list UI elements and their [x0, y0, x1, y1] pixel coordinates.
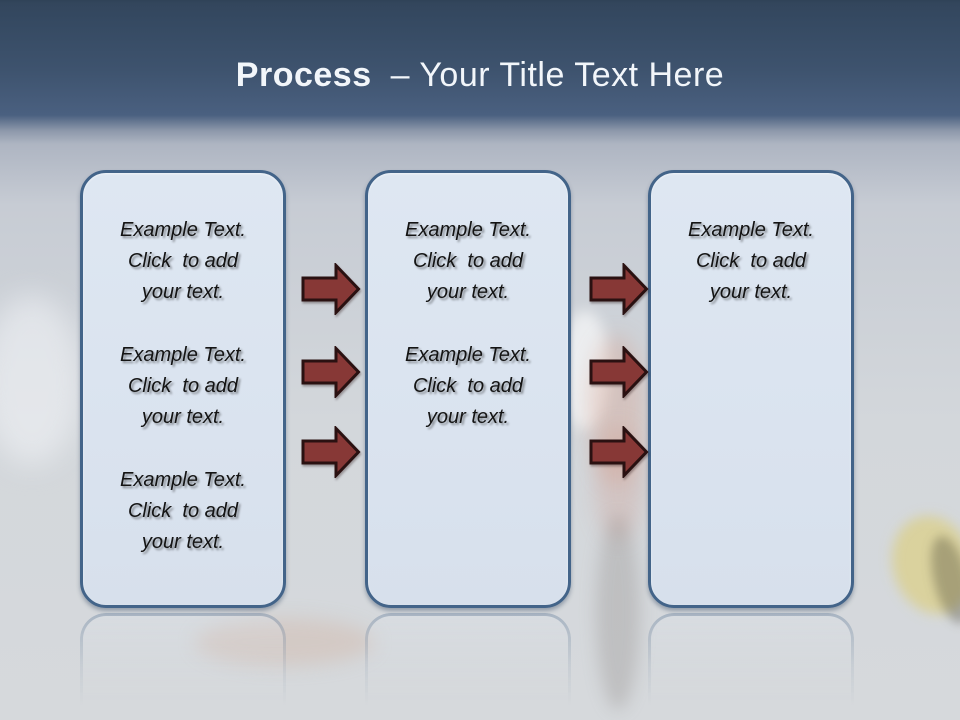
slide-title: Process – Your Title Text Here — [0, 54, 960, 96]
title-keyword: Process — [235, 56, 372, 94]
text-placeholder[interactable]: Example Text. Click to add your text. — [405, 219, 531, 303]
process-step-box-2[interactable]: Example Text. Click to add your text. Ex… — [365, 170, 571, 608]
right-arrow-icon — [301, 426, 361, 478]
text-placeholder[interactable]: Example Text. Click to add your text. — [120, 469, 246, 553]
right-arrow-icon — [589, 263, 649, 315]
right-arrow-icon — [589, 346, 649, 398]
process-step-box-3[interactable]: Example Text. Click to add your text. — [648, 170, 854, 608]
right-arrow-icon — [589, 426, 649, 478]
box-reflection — [365, 613, 571, 720]
box-reflection — [80, 613, 286, 720]
text-placeholder[interactable]: Example Text. Click to add your text. — [405, 344, 531, 428]
text-placeholder[interactable]: Example Text. Click to add your text. — [688, 219, 814, 303]
box-reflection — [648, 613, 854, 720]
right-arrow-icon — [301, 346, 361, 398]
process-step-box-1[interactable]: Example Text. Click to add your text. Ex… — [80, 170, 286, 608]
title-rest: – Your Title Text Here — [390, 56, 725, 94]
right-arrow-icon — [301, 263, 361, 315]
background-photo-blob — [596, 515, 640, 710]
text-placeholder[interactable]: Example Text. Click to add your text. — [120, 219, 246, 303]
background-photo-blob — [0, 295, 82, 465]
text-placeholder[interactable]: Example Text. Click to add your text. — [120, 344, 246, 428]
